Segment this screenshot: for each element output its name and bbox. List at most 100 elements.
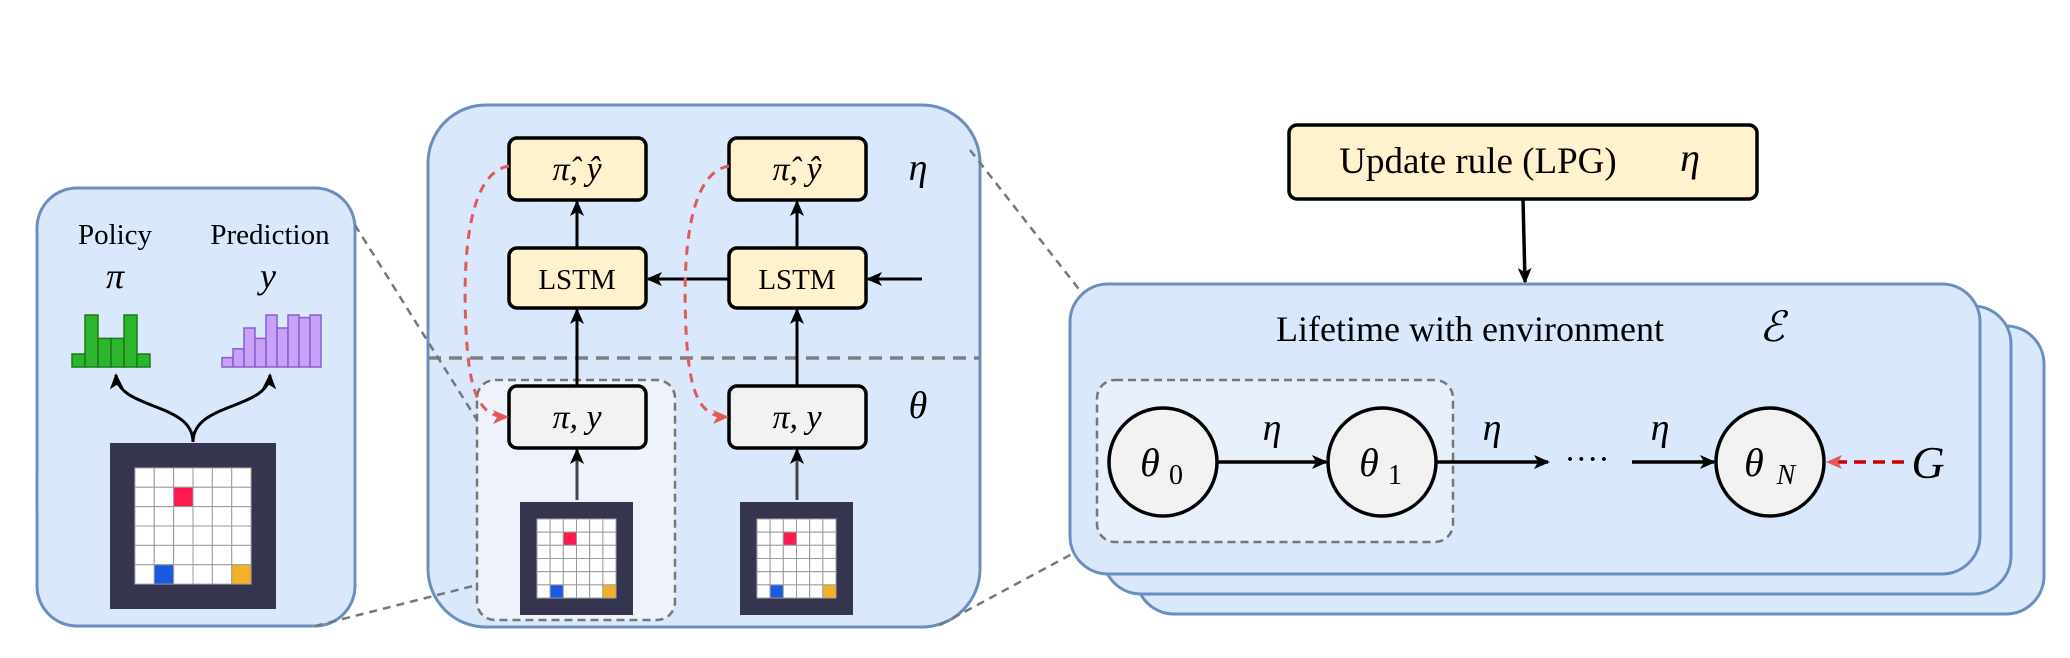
- grid-left-cell: [211, 467, 233, 488]
- theta-node-0-sub: 0: [1169, 460, 1183, 491]
- theta-node-n-sub: N: [1776, 460, 1797, 491]
- policy-bar-1: [71, 353, 86, 368]
- grid-mid-1-cell: [576, 571, 591, 586]
- prediction-bar-7: [287, 314, 300, 368]
- prediction-bar-1: [221, 356, 234, 368]
- zoom-line-left-top: [353, 224, 479, 421]
- grid-left-cell: [153, 486, 175, 508]
- grid-mid-2-cell: [809, 584, 824, 599]
- grid-mid-2-cell: [822, 584, 837, 599]
- lifetime-label: Lifetime with environment: [1276, 309, 1664, 349]
- grid-mid-1-cell: [536, 531, 551, 546]
- grid-mid-1-cell: [536, 558, 551, 573]
- grid-mid-1-cell: [562, 558, 577, 573]
- branch-arrow-to-policy: [109, 373, 195, 443]
- feedback-arrow-2: [683, 164, 730, 424]
- output-label-1: π̂, ŷ: [552, 151, 602, 188]
- policy-bar-6: [136, 353, 151, 368]
- grid-mid-2-cell: [769, 518, 784, 533]
- grid-mid-2-cell: [769, 558, 784, 573]
- grid-left-cell: [153, 564, 175, 585]
- grid-mid-2-cell: [809, 518, 824, 533]
- grid-left-cell: [134, 467, 155, 488]
- grid-mid-1-cell: [602, 518, 617, 533]
- grid-left-cell: [134, 544, 155, 566]
- update-rule-symbol: η: [1680, 135, 1700, 180]
- prediction-bar-8: [298, 316, 311, 368]
- grid-mid-1-cell: [589, 518, 604, 533]
- grid-mid-2-cell: [822, 531, 837, 546]
- grid-mid-1-cell: [536, 518, 551, 533]
- grid-left-cell: [192, 467, 213, 488]
- output-label-2: π̂, ŷ: [772, 151, 822, 188]
- grid-left-cell: [173, 544, 194, 566]
- grid-mid-2-cell: [809, 544, 824, 559]
- prediction-bar-2: [232, 348, 245, 368]
- grid-left-cell: [134, 525, 155, 546]
- policy-label: Policy: [78, 219, 153, 251]
- grid-mid-2-cell: [756, 518, 771, 533]
- grid-mid-1-cell: [602, 558, 617, 573]
- prediction-symbol: y: [257, 256, 276, 296]
- prediction-label: Prediction: [210, 219, 330, 251]
- grid-mid-2-cell: [822, 558, 837, 573]
- branch-arrow-to-prediction: [191, 373, 277, 443]
- grid-mid-1-cell: [589, 531, 604, 546]
- grid-left-cell: [173, 486, 194, 508]
- theta-node-0: [1107, 406, 1219, 518]
- grid-mid-2-cell: [796, 571, 811, 586]
- grid-mid-1-cell: [576, 518, 591, 533]
- prediction-bar-3: [243, 327, 256, 368]
- grid-mid-1-cell: [536, 571, 551, 586]
- gridworld-observation: [110, 443, 276, 609]
- grid-mid-1-cell: [562, 518, 577, 533]
- grid-mid-1-cell: [549, 518, 564, 533]
- edge-label-2: η: [1483, 407, 1502, 449]
- grid-left-cell: [211, 525, 233, 546]
- grid-left-cell: [173, 467, 194, 488]
- grid-mid-1-cell: [602, 544, 617, 559]
- ellipsis: ····: [1564, 441, 1609, 478]
- grid-mid-2-cell: [756, 558, 771, 573]
- grid-mid-1-cell: [549, 544, 564, 559]
- return-symbol: G: [1911, 437, 1944, 488]
- grid-mid-1-cell: [536, 544, 551, 559]
- grid-mid-1-cell: [589, 571, 604, 586]
- grid-left-cell: [192, 506, 213, 527]
- middle-panel: η θ π̂, ŷ LSTM π, y π̂, ŷ LSTM π, y: [426, 103, 982, 629]
- grid-mid-2-cell: [769, 531, 784, 546]
- prediction-bar-9: [309, 314, 322, 368]
- grid-left-cell: [173, 564, 194, 585]
- policy-bar-3: [97, 337, 112, 368]
- grid-left-cell: [231, 544, 252, 566]
- arrow-update-rule-to-lifetime: [1517, 198, 1532, 284]
- update-rule-label: Update rule (LPG): [1339, 141, 1616, 182]
- right-panel: Update rule (LPG) η Lifetime with enviro…: [1068, 123, 2046, 616]
- grid-left-cell: [134, 486, 155, 508]
- grid-mid-1-cell: [549, 584, 564, 599]
- grid-mid-2-cell: [782, 584, 797, 599]
- grid-left-cell: [153, 506, 175, 527]
- grid-mid-1-cell: [589, 584, 604, 599]
- grid-mid-1-cell: [562, 531, 577, 546]
- grid-mid-1-cell: [549, 571, 564, 586]
- policy-bar-2: [84, 314, 99, 368]
- grid-mid-2-cell: [782, 531, 797, 546]
- grid-mid-2-cell: [822, 544, 837, 559]
- grid-mid-1-cell: [602, 584, 617, 599]
- grid-mid-1-cell: [562, 584, 577, 599]
- grid-left-cell: [231, 564, 252, 585]
- grid-mid-1-cell: [589, 544, 604, 559]
- theta-node-n-label: θ: [1744, 440, 1764, 485]
- grid-mid-1-cell: [602, 531, 617, 546]
- prediction-bar-5: [265, 314, 278, 368]
- policy-symbol: π: [106, 256, 125, 296]
- prediction-bar-6: [276, 327, 289, 368]
- theta-symbol: θ: [909, 385, 928, 427]
- grid-mid-2-cell: [756, 531, 771, 546]
- edge-label-3: η: [1651, 407, 1670, 449]
- grid-mid-1-cell: [549, 531, 564, 546]
- agent-label-2: π, y: [772, 399, 822, 436]
- grid-mid-1-cell: [576, 544, 591, 559]
